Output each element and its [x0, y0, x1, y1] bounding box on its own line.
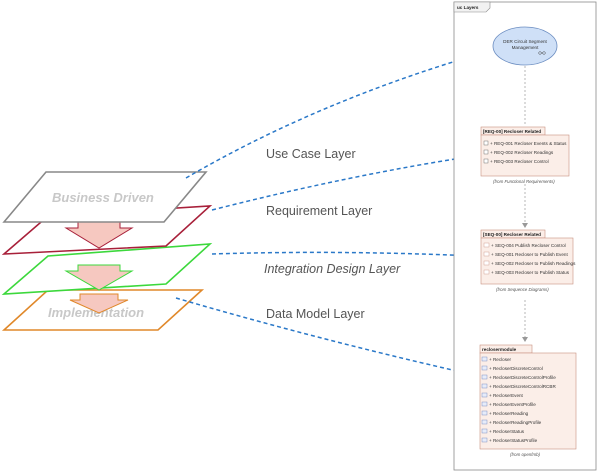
data-model-item: + RecloserDiscreteControl: [489, 366, 543, 371]
requirement-item: + REQ-003 Recloser Control: [490, 159, 549, 164]
data-model-package[interactable]: reclosermodule + Recloser + RecloserDisc…: [479, 344, 577, 457]
data-model-caption: (from openfmb): [510, 452, 541, 457]
integration-layer-label: Integration Design Layer: [264, 262, 401, 276]
data-model-item: + RecloserStatusProfile: [489, 438, 538, 443]
data-model-item: + RecloserStatus: [489, 429, 525, 434]
requirements-caption: (from Functional Requirements): [493, 179, 555, 184]
connector-data-model: [175, 297, 472, 378]
data-model-items: + Recloser + RecloserDiscreteControl + R…: [481, 356, 556, 443]
requirement-down-arrow: [64, 221, 134, 249]
use-case-link-icon: [538, 51, 546, 55]
implementation-plane-label: Implementation: [48, 305, 144, 320]
sequence-item: + SEQ-004 Publish Recloser Control: [491, 243, 566, 248]
data-model-layer-label: Data Model Layer: [266, 307, 365, 321]
data-model-item: + RecloserDiscreteControlProfile: [489, 375, 556, 380]
requirement-layer-label: Requirement Layer: [266, 204, 372, 218]
sequence-item: + SEQ-003 Recloser to Publish Status: [491, 270, 570, 275]
connector-integration: [211, 250, 476, 261]
data-model-item: + RecloserReadingProfile: [489, 420, 542, 425]
uc-frame: uc Layers DER Circuit Segment Management…: [453, 1, 597, 471]
data-model-item: + RecloserEvent: [489, 393, 524, 398]
sequence-item: + SEQ-001 Recloser to Publish Event: [491, 252, 568, 257]
use-case-title-1: DER Circuit Segment: [503, 39, 547, 44]
implementation-down-arrow: [69, 293, 129, 314]
requirement-item: + REQ-002 Recloser Readings: [490, 150, 554, 155]
use-case-title-2: Management: [512, 45, 540, 50]
layer-connectors: [175, 49, 488, 378]
integration-down-arrow: [64, 264, 134, 291]
requirements-items: + REQ-001 Recloser Events & Status + REQ…: [483, 140, 567, 164]
sequences-package[interactable]: [SEQ-00] Recloser Related + SEQ-004 Publ…: [480, 229, 576, 292]
layer-stack: Implementation Business Driven: [1, 171, 213, 331]
use-case-layer-label: Use Case Layer: [266, 147, 356, 161]
sequences-caption: (from Sequence Diagrams): [496, 287, 549, 292]
business-plane-label: Business Driven: [52, 190, 154, 205]
data-model-item: + RecloserEventProfile: [489, 402, 536, 407]
data-model-item: + RecloserDiscreteControlRCBR: [489, 384, 556, 389]
sequences-header: [SEQ-00] Recloser Related: [483, 232, 541, 237]
requirement-item: + REQ-001 Recloser Events & Status: [490, 141, 567, 146]
connector-use-case: [185, 49, 488, 179]
business-plane: [2, 171, 208, 223]
data-model-item: + RecloserReading: [489, 411, 529, 416]
requirements-header: [REQ-00] Recloser Related: [483, 129, 541, 134]
use-case-ellipse[interactable]: [492, 26, 558, 66]
requirements-package[interactable]: [REQ-00] Recloser Related + REQ-001 Recl…: [480, 126, 570, 184]
frame-title: uc Layers: [457, 5, 479, 10]
connector-requirement: [211, 152, 476, 211]
sequences-items: + SEQ-004 Publish Recloser Control + SEQ…: [483, 242, 576, 275]
data-model-header: reclosermodule: [482, 347, 517, 352]
sequence-item: + SEQ-002 Recloser to Publish Readings: [491, 261, 576, 266]
data-model-item: + Recloser: [489, 357, 512, 362]
